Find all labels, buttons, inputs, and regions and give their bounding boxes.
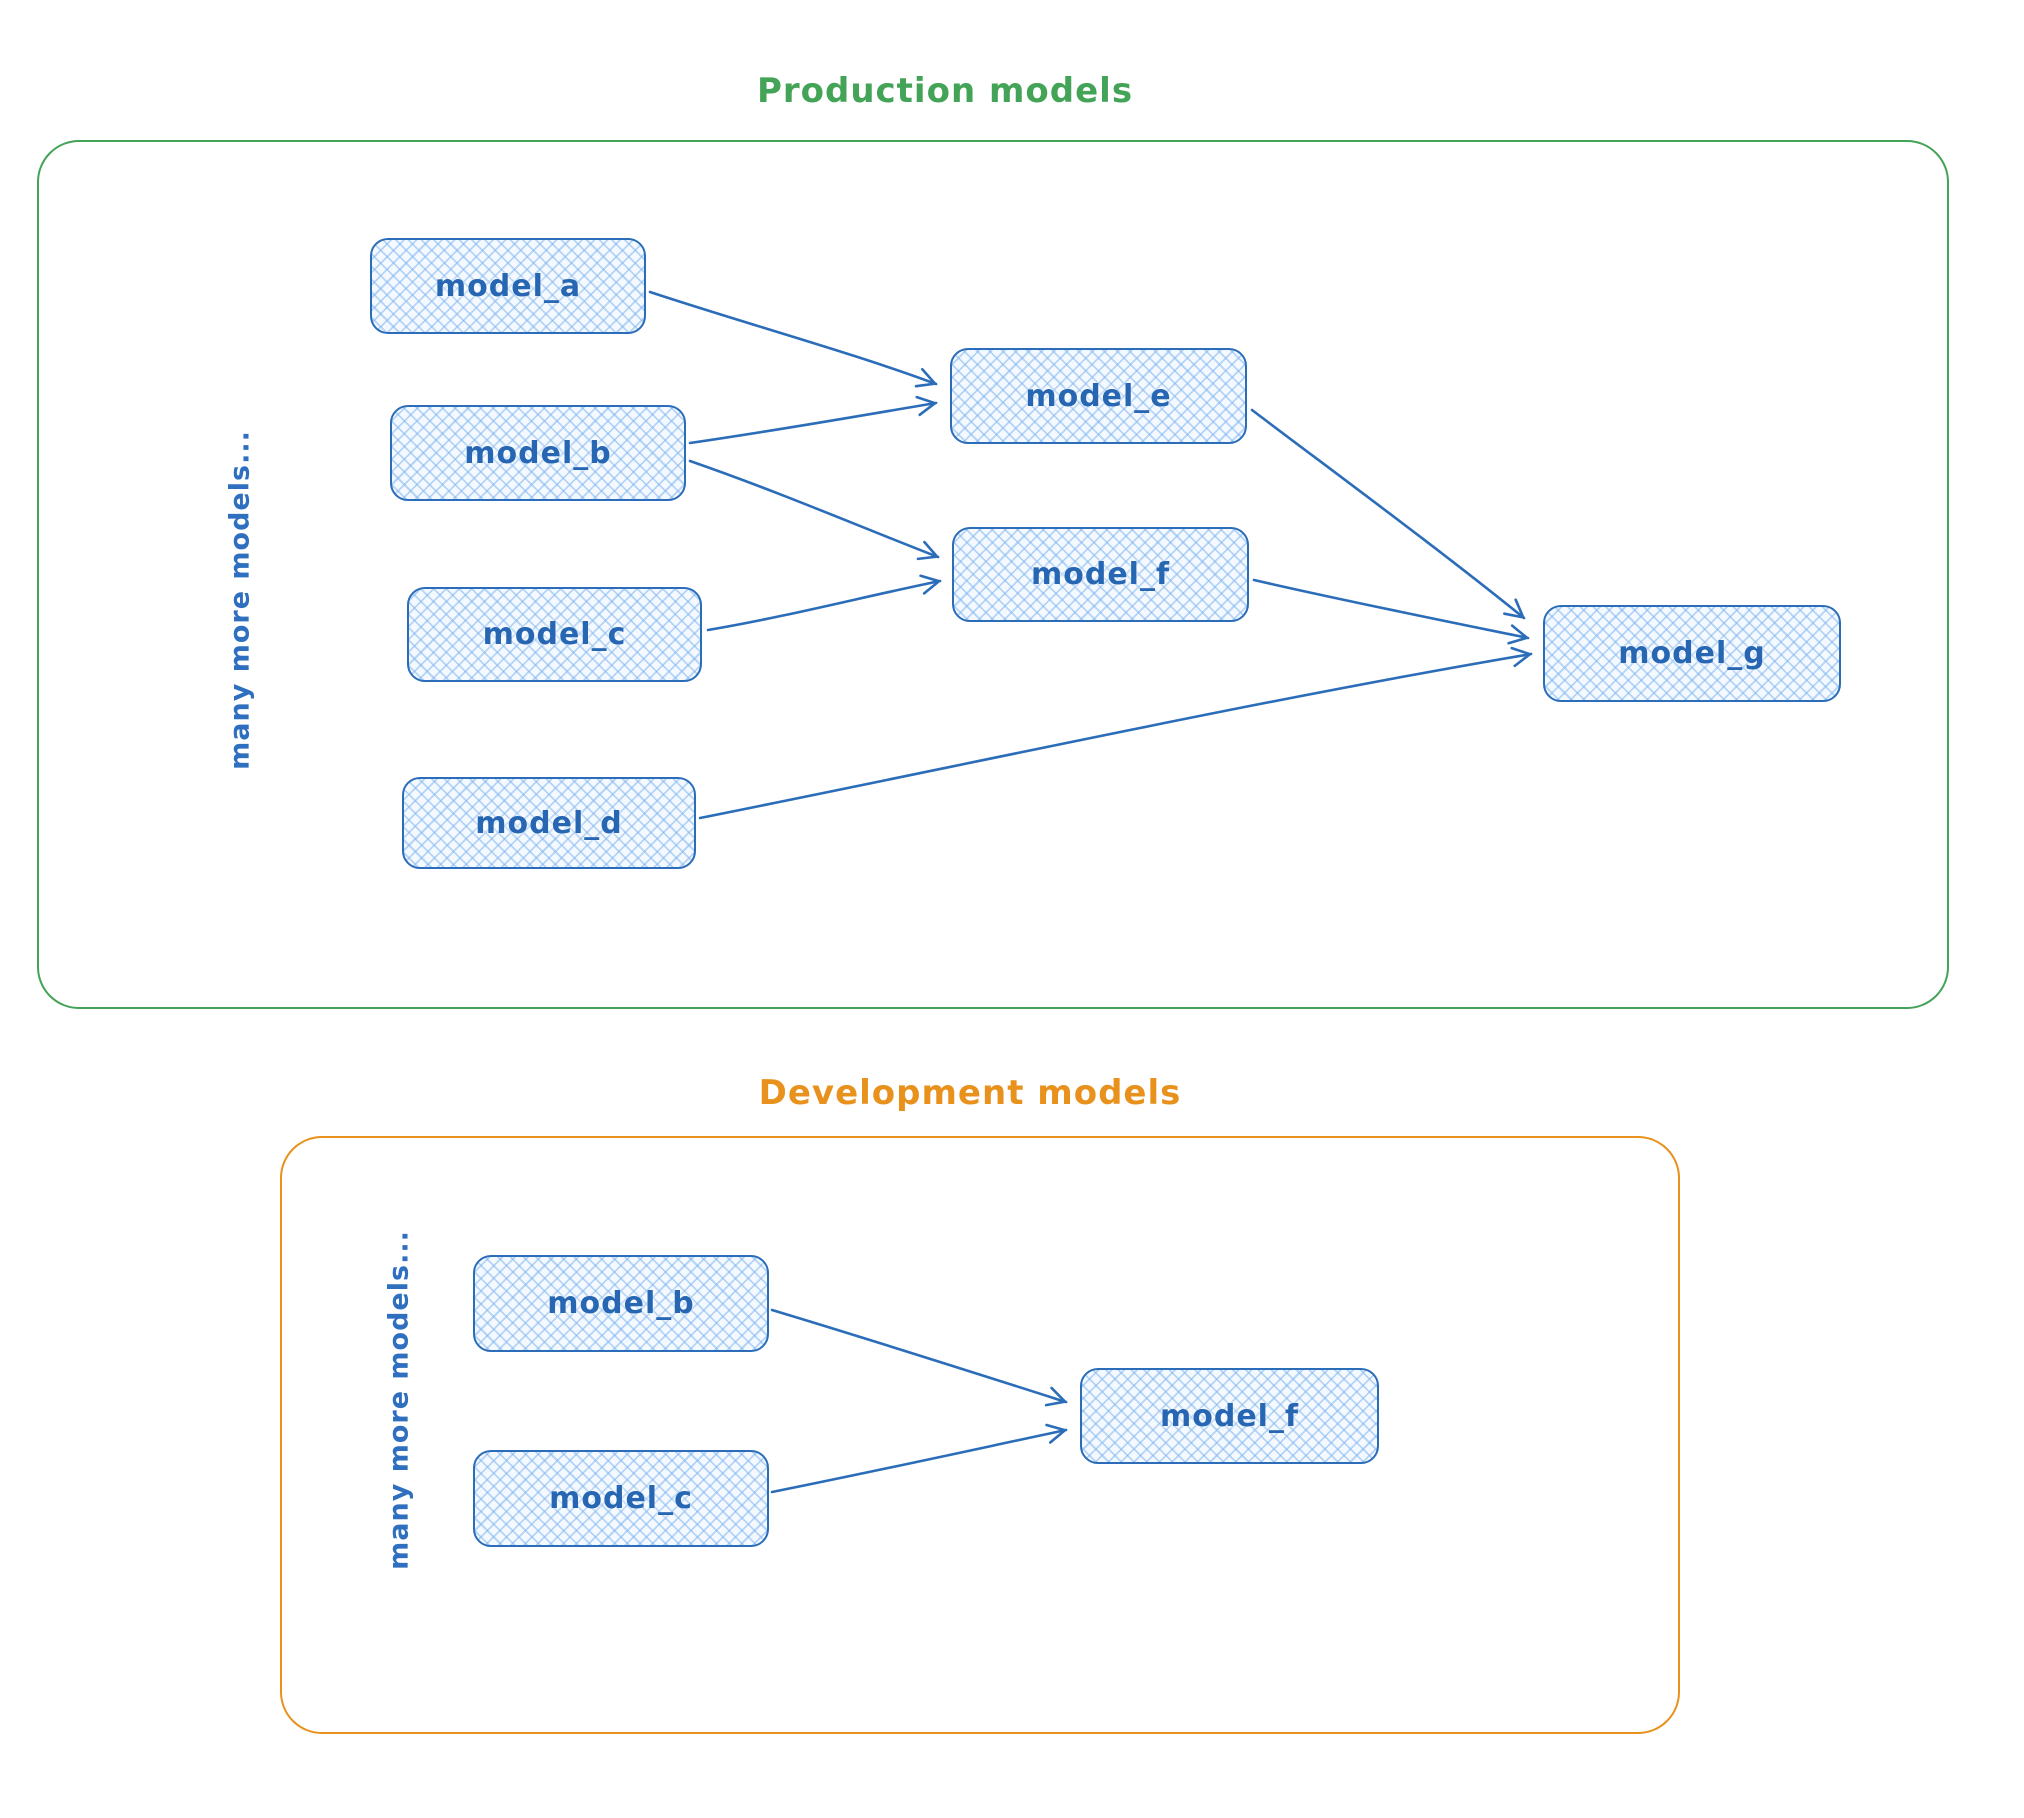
node-model-c-label: model_c <box>482 617 627 652</box>
node-model-f: model_f <box>952 527 1249 622</box>
production-group-box <box>37 140 1949 1009</box>
development-side-label: many more models... <box>383 1230 415 1570</box>
node-model-c: model_c <box>407 587 702 682</box>
node-model-a-label: model_a <box>434 268 582 304</box>
node-model-b: model_b <box>390 405 686 501</box>
development-group-box <box>280 1136 1680 1734</box>
node-model-g-label: model_g <box>1618 636 1766 671</box>
production-group-title: Production models <box>756 71 1134 111</box>
dev-node-model-f-label: model_f <box>1159 1398 1300 1434</box>
dev-node-model-f: model_f <box>1080 1368 1379 1464</box>
node-model-d-label: model_d <box>475 805 623 841</box>
development-group-title: Development models <box>758 1073 1182 1113</box>
node-model-e-label: model_e <box>1025 378 1172 414</box>
dev-node-model-c: model_c <box>473 1450 769 1547</box>
dev-node-model-b-label: model_b <box>547 1286 695 1321</box>
node-model-d: model_d <box>402 777 696 869</box>
node-model-g: model_g <box>1543 605 1841 702</box>
dev-node-model-c-label: model_c <box>549 1481 693 1516</box>
node-model-f-label: model_f <box>1030 557 1171 592</box>
node-model-b-label: model_b <box>464 435 612 471</box>
dev-node-model-b: model_b <box>473 1255 769 1352</box>
node-model-a: model_a <box>370 238 646 334</box>
production-side-label: many more models... <box>224 430 256 770</box>
node-model-e: model_e <box>950 348 1247 444</box>
